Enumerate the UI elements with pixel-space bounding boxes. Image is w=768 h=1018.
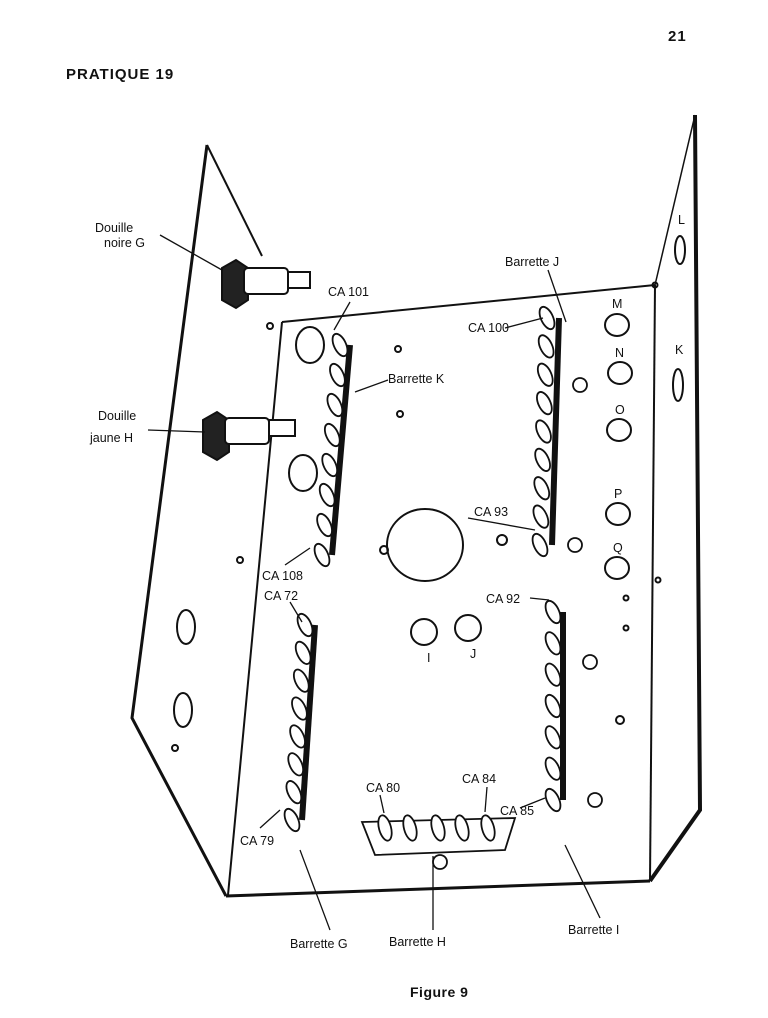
solder-lug (294, 640, 312, 665)
label-ca72: CA 72 (264, 589, 298, 603)
label-ca80: CA 80 (366, 781, 400, 795)
solder-lug (480, 814, 496, 842)
label-ca100: CA 100 (468, 321, 509, 335)
barrette-j (531, 305, 562, 558)
label-barrette-i: Barrette I (568, 923, 619, 937)
figure-caption: Figure 9 (410, 984, 469, 1000)
label-ca92: CA 92 (486, 592, 520, 606)
mounting-nut (582, 654, 598, 670)
barrette-k (313, 332, 353, 568)
solder-lug (402, 814, 418, 842)
label-hole-o: O (615, 403, 625, 417)
label-hole-i: I (427, 651, 430, 665)
solder-lug (318, 482, 336, 508)
solder-lug (287, 752, 305, 777)
label-ca84: CA 84 (462, 772, 496, 786)
label-hole-n: N (615, 346, 624, 360)
solder-lug (292, 668, 310, 693)
barrette-h (360, 814, 517, 870)
solder-lug (535, 419, 552, 444)
label-barrette-k: Barrette K (388, 372, 445, 386)
solder-lug (544, 787, 562, 813)
solder-lug (331, 332, 349, 358)
barrette-g (283, 612, 318, 833)
label-ca79: CA 79 (240, 834, 274, 848)
solder-lug (536, 362, 554, 387)
solder-lug (544, 599, 562, 625)
solder-lug (544, 756, 562, 781)
solder-lug (377, 814, 393, 842)
solder-lug (283, 807, 301, 833)
chassis-left-top-edge (206, 144, 263, 257)
solder-lug (296, 612, 314, 638)
solder-lug (326, 392, 344, 418)
solder-lug (544, 662, 562, 687)
jack-yellow-h (202, 410, 296, 462)
solder-lug (534, 447, 551, 472)
solder-lug (538, 305, 556, 331)
label-hole-l: L (678, 213, 685, 227)
solder-lug (544, 693, 562, 719)
chassis-right-panel (648, 114, 703, 883)
solder-lug (313, 542, 331, 568)
solder-lug (291, 696, 308, 721)
chassis-back-edge-top (281, 284, 656, 323)
solder-lug (532, 504, 550, 529)
label-douille-jaune-2: jaune H (89, 431, 133, 445)
label-ca101: CA 101 (328, 285, 369, 299)
solder-lug (537, 334, 555, 359)
holes (171, 235, 686, 752)
jack-black-g (221, 258, 311, 310)
label-hole-m: M (612, 297, 622, 311)
solder-lug (533, 476, 551, 501)
solder-lug (454, 814, 470, 842)
chassis-back-edge-left (227, 321, 283, 896)
label-hole-p: P (614, 487, 622, 501)
label-hole-j: J (470, 647, 476, 661)
solder-lug (321, 452, 339, 478)
figure-labels: Douille noire G Douille jaune H Barrette… (89, 213, 685, 951)
solder-lug (323, 422, 341, 448)
label-ca108: CA 108 (262, 569, 303, 583)
solder-lug (285, 780, 303, 805)
label-hole-q: Q (613, 541, 623, 555)
mounting-nut (567, 537, 583, 553)
leader-lines (147, 234, 601, 931)
label-hole-k: K (675, 343, 684, 357)
label-ca93: CA 93 (474, 505, 508, 519)
solder-lug (329, 362, 346, 388)
solder-lug (430, 814, 446, 842)
label-douille-noire-2: noire G (104, 236, 145, 250)
label-barrette-g: Barrette G (290, 937, 348, 951)
solder-lug (316, 512, 333, 538)
mounting-nut (572, 377, 588, 393)
solder-lug (289, 724, 306, 749)
section-title: PRATIQUE 19 (66, 66, 175, 83)
solder-lug (544, 631, 562, 656)
label-barrette-j: Barrette J (505, 255, 559, 269)
barrette-i (544, 599, 566, 813)
label-douille-noire-1: Douille (95, 221, 133, 235)
solder-lug (531, 532, 549, 558)
solder-lug (536, 391, 553, 416)
mounting-nut (587, 792, 603, 808)
label-douille-jaune-1: Douille (98, 409, 136, 423)
label-barrette-h: Barrette H (389, 935, 446, 949)
chassis-bottom-edge (225, 879, 651, 898)
page-number: 21 (668, 28, 687, 45)
label-ca85: CA 85 (500, 804, 534, 818)
solder-lug (544, 725, 562, 750)
chassis-back-edge-right (649, 284, 656, 882)
chassis-left-panel (130, 144, 228, 897)
